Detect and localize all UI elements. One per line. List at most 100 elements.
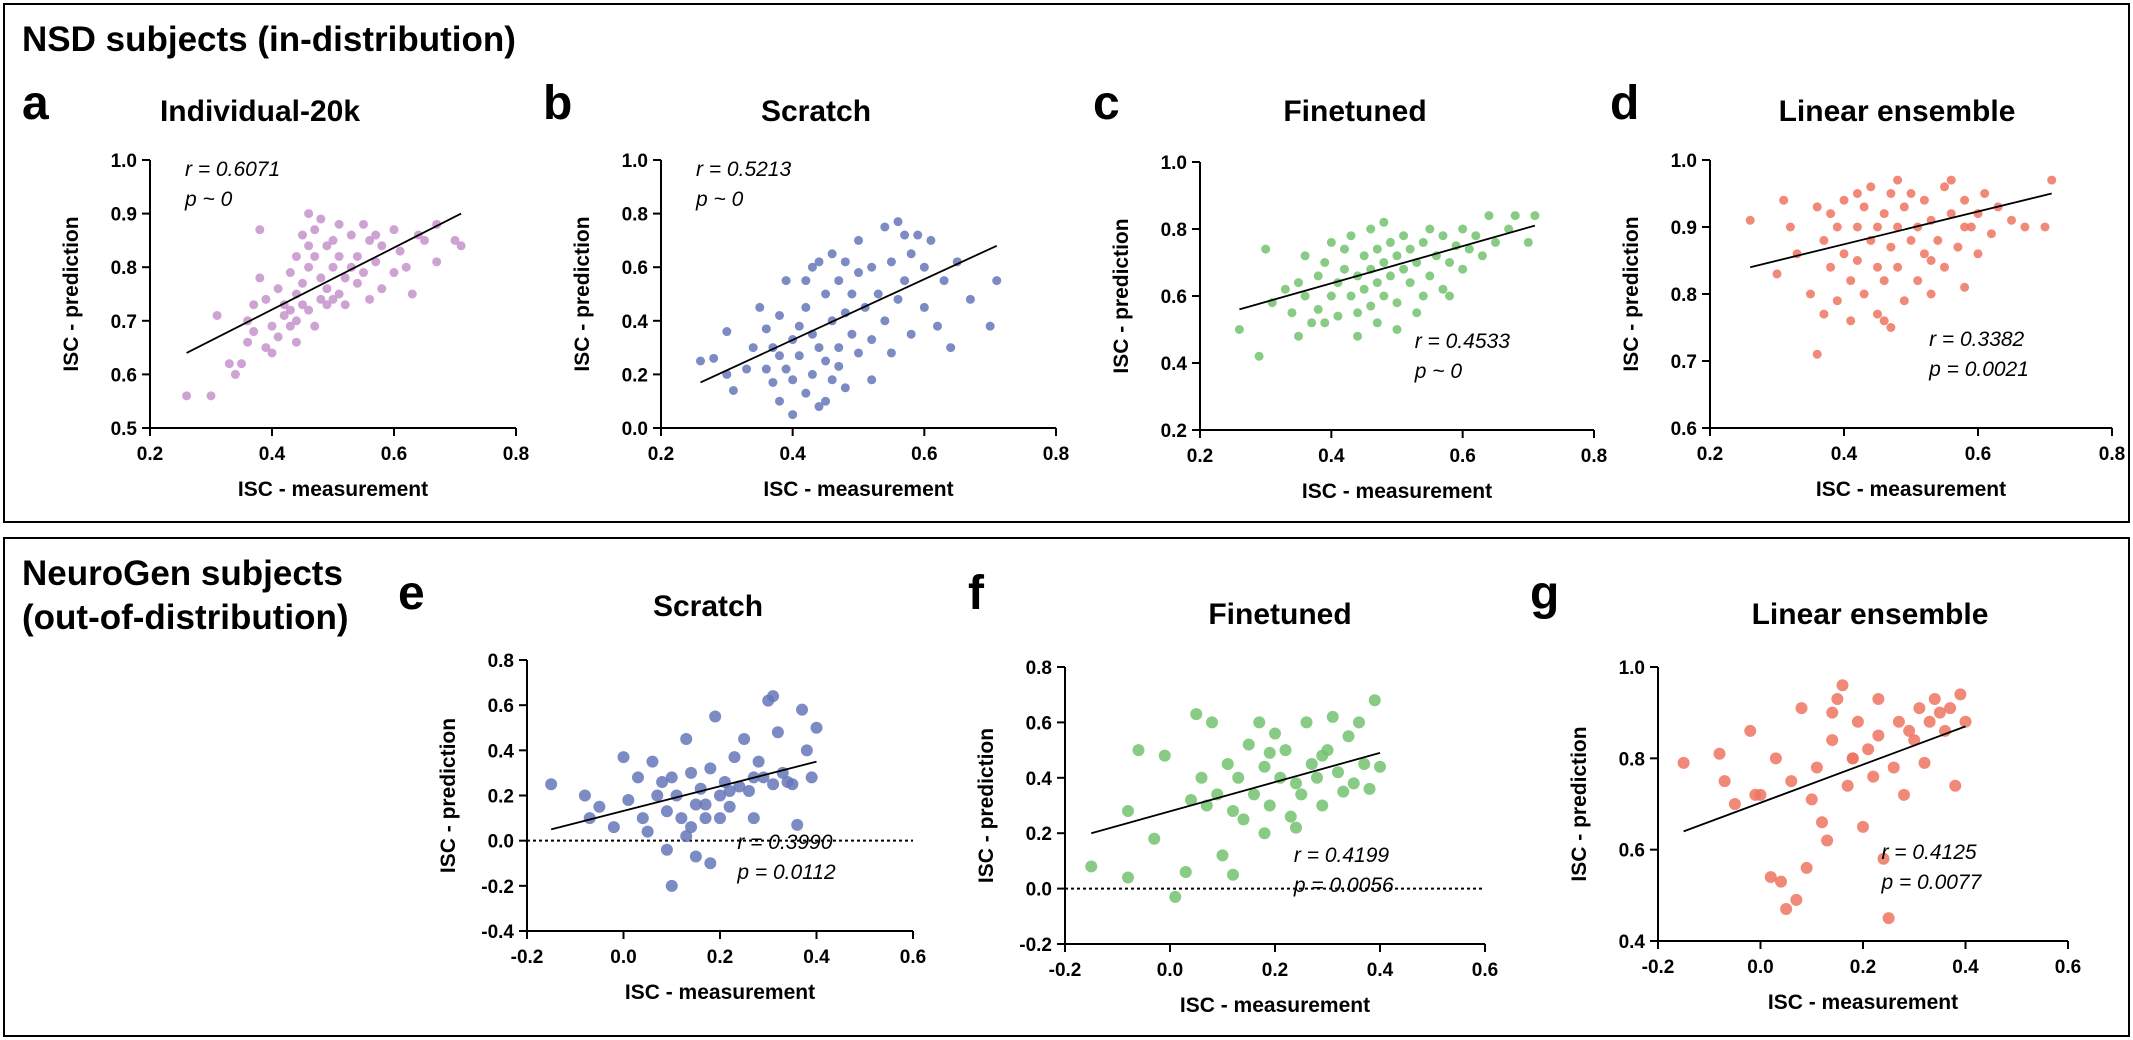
data-point: [1190, 708, 1203, 721]
data-point: [261, 294, 271, 304]
y-tick-label: 0.6: [622, 258, 648, 279]
data-point: [243, 337, 253, 347]
data-point: [906, 329, 916, 339]
x-axis-label: ISC - measurement: [625, 981, 815, 1004]
data-point: [794, 351, 804, 361]
data-point: [1944, 702, 1957, 715]
y-tick-label: 0.4: [488, 741, 515, 762]
x-tick-label: -0.2: [1642, 957, 1675, 978]
data-point: [1953, 242, 1963, 252]
data-point: [801, 388, 811, 398]
data-point: [1471, 231, 1481, 241]
data-point: [1873, 309, 1882, 319]
data-point: [1374, 760, 1386, 773]
data-point: [1359, 284, 1369, 294]
data-point: [267, 348, 277, 358]
section-box-nsd: [3, 3, 2130, 523]
data-point: [1300, 291, 1310, 301]
data-point: [340, 273, 350, 283]
x-tick-label: 0.4: [1318, 446, 1345, 467]
data-point: [1744, 724, 1757, 737]
x-tick-label: 0.4: [259, 444, 286, 465]
x-tick-label: 0.6: [381, 444, 407, 465]
stats-annotation: r = 0.6071: [185, 158, 280, 181]
data-point: [1358, 757, 1371, 770]
stats-annotation: p ~ 0: [184, 188, 233, 211]
y-tick-label: 0.0: [488, 832, 514, 853]
data-point: [377, 284, 387, 294]
data-point: [1886, 189, 1896, 198]
data-point: [1300, 716, 1313, 729]
data-point: [1846, 276, 1856, 286]
x-tick-label: 0.4: [1952, 957, 1979, 978]
panel-letter-e: e: [398, 567, 425, 620]
y-tick-label: -0.4: [481, 922, 514, 943]
data-point: [748, 343, 758, 353]
data-point: [1879, 209, 1889, 219]
data-point: [1954, 688, 1967, 701]
data-point: [1764, 871, 1777, 884]
data-point: [1775, 875, 1787, 888]
y-tick-label: 0.4: [1026, 769, 1053, 790]
x-tick-label: 0.0: [1157, 960, 1183, 981]
data-point: [2007, 215, 2016, 225]
data-point: [1248, 788, 1260, 801]
data-point: [395, 246, 405, 256]
data-point: [1867, 770, 1880, 783]
data-point: [304, 209, 314, 219]
y-axis-label: ISC - prediction: [975, 728, 998, 883]
data-point: [1333, 311, 1343, 321]
section-title-neurogen-line1: NeuroGen subjects: [22, 554, 343, 593]
x-axis-label: ISC - measurement: [1768, 991, 1958, 1014]
data-point: [933, 321, 942, 331]
data-point: [322, 300, 332, 310]
data-point: [267, 321, 277, 331]
data-point: [617, 751, 630, 764]
x-tick-label: 0.8: [1043, 444, 1069, 465]
y-tick-label: 0.6: [111, 365, 137, 386]
data-point: [1311, 771, 1323, 784]
data-point: [1158, 749, 1171, 762]
data-point: [1810, 761, 1823, 774]
data-point: [291, 337, 301, 347]
data-point: [775, 351, 784, 361]
data-point: [1458, 264, 1468, 274]
data-point: [1263, 746, 1276, 759]
data-point: [1294, 331, 1303, 341]
data-point: [1832, 222, 1842, 232]
x-tick-label: 0.2: [1850, 957, 1876, 978]
data-point: [316, 273, 326, 283]
data-point: [1949, 779, 1962, 792]
regression-line: [1683, 725, 1966, 833]
data-point: [1347, 777, 1360, 790]
data-point: [1980, 189, 1990, 198]
data-point: [1337, 785, 1350, 798]
y-tick-label: 0.6: [1161, 287, 1187, 308]
data-point: [854, 235, 863, 245]
data-point: [1372, 278, 1382, 288]
data-point: [946, 343, 956, 353]
data-point: [255, 225, 265, 235]
regression-line: [1091, 752, 1381, 835]
data-point: [365, 235, 375, 245]
y-axis-label: ISC - prediction: [1568, 726, 1591, 881]
x-tick-label: 0.6: [900, 947, 926, 968]
x-tick-label: 0.8: [2099, 444, 2125, 465]
data-point: [728, 385, 738, 395]
data-point: [298, 300, 307, 310]
stats-annotation: r = 0.4125: [1881, 841, 1976, 864]
data-point: [2047, 175, 2057, 185]
data-point: [206, 391, 216, 401]
data-point: [273, 284, 283, 294]
data-point: [1418, 237, 1428, 247]
data-point: [1148, 832, 1161, 845]
data-point: [709, 710, 722, 723]
data-point: [1866, 182, 1876, 192]
data-point: [867, 262, 877, 272]
data-point: [767, 778, 780, 791]
y-tick-label: 0.8: [1671, 285, 1697, 306]
data-point: [1933, 235, 1943, 245]
data-point: [1263, 799, 1276, 812]
